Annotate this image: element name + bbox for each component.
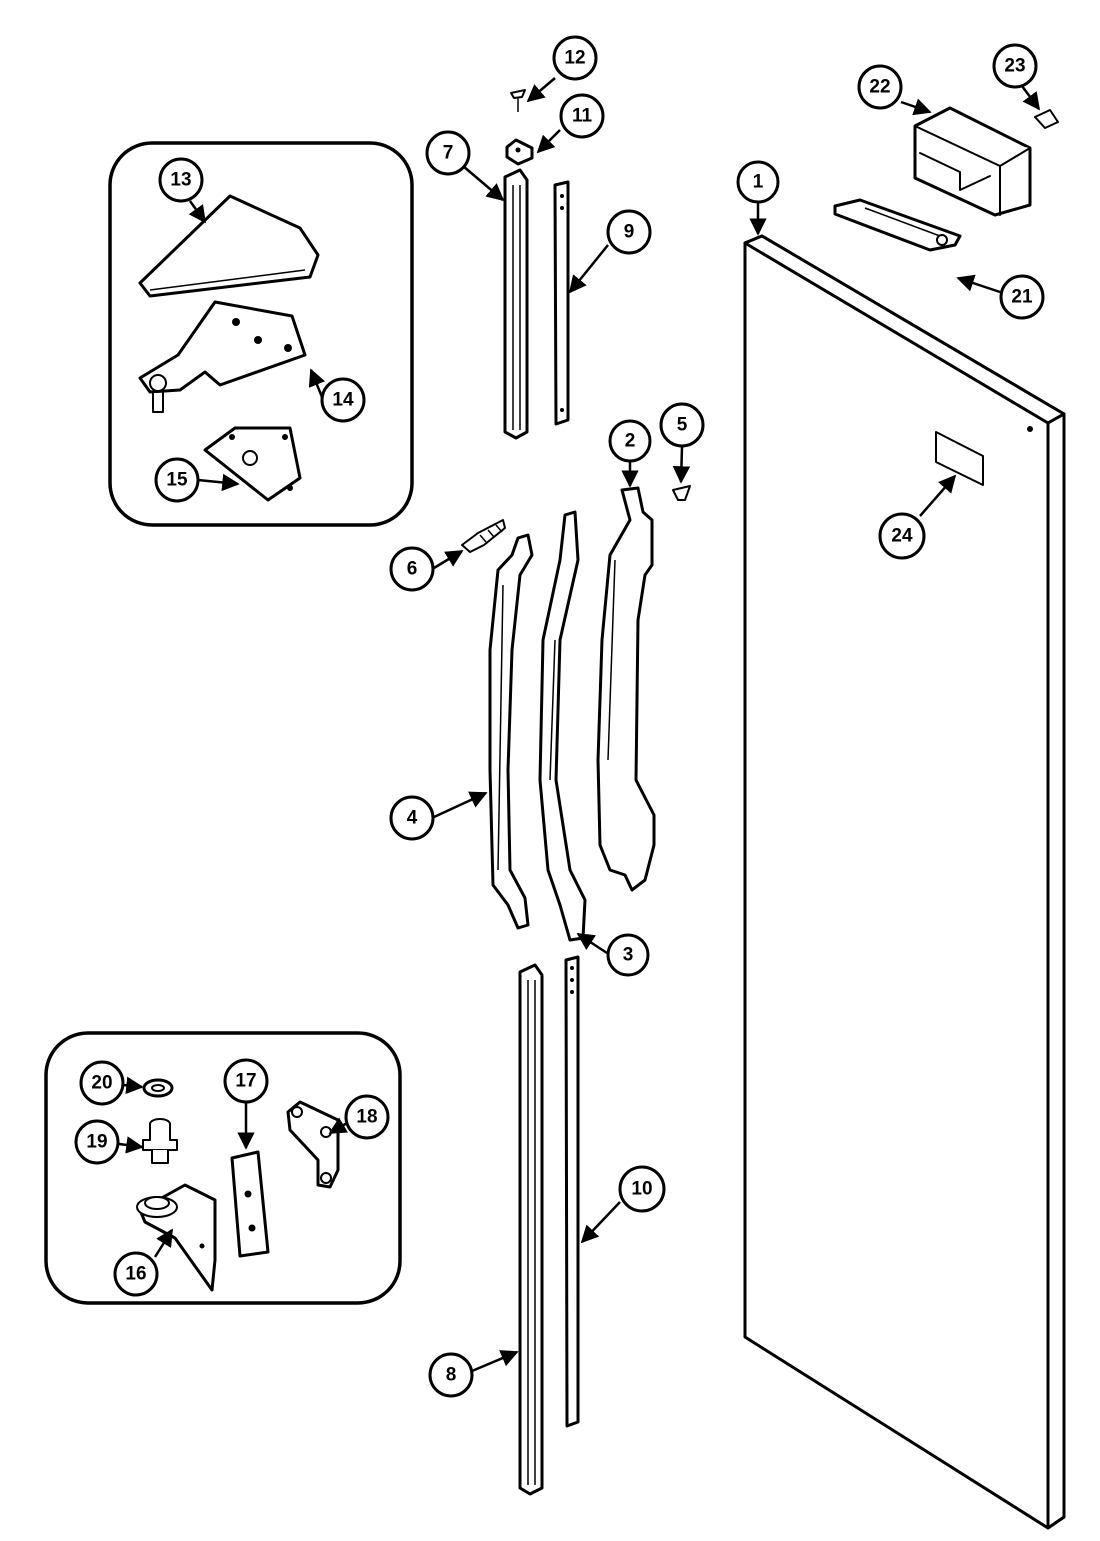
callout-12: 12 — [552, 35, 598, 81]
lower-mounting-strip — [564, 955, 580, 1428]
callout-11: 11 — [559, 93, 605, 139]
upper-mounting-strip — [553, 180, 570, 426]
callout-4: 4 — [389, 795, 435, 841]
hinge-plate — [230, 1150, 270, 1258]
svg-text:4: 4 — [407, 808, 418, 829]
handle-gasket — [538, 510, 587, 942]
svg-text:6: 6 — [407, 559, 418, 580]
svg-text:16: 16 — [125, 1264, 146, 1285]
screw-top — [510, 89, 526, 112]
callout-17: 17 — [223, 1058, 269, 1104]
leader-lines — [118, 77, 1041, 1373]
door-panel — [743, 234, 1066, 1530]
callout-10: 10 — [618, 1165, 666, 1213]
svg-text:9: 9 — [624, 222, 635, 243]
callout-16: 16 — [113, 1251, 159, 1297]
bottom-hinge — [136, 1183, 217, 1292]
svg-text:12: 12 — [564, 48, 585, 69]
upper-handle-trim — [503, 168, 529, 440]
clip — [1034, 109, 1059, 129]
callout-13: 13 — [158, 157, 204, 203]
svg-text:13: 13 — [170, 170, 191, 191]
svg-text:14: 14 — [332, 390, 354, 411]
hinge-cover — [138, 194, 320, 298]
svg-text:2: 2 — [625, 431, 636, 452]
svg-text:11: 11 — [572, 106, 593, 127]
top-hinge — [138, 300, 307, 413]
svg-text:7: 7 — [443, 143, 454, 164]
callout-2: 2 — [608, 419, 652, 463]
callout-24: 24 — [878, 512, 926, 560]
callout-5: 5 — [659, 402, 705, 448]
callout-7: 7 — [425, 130, 471, 176]
screw-handle — [461, 519, 506, 553]
callout-22: 22 — [857, 64, 903, 110]
callout-21: 21 — [999, 274, 1045, 320]
svg-text:10: 10 — [631, 1179, 652, 1200]
lower-handle-trim — [518, 963, 544, 1496]
svg-text:17: 17 — [235, 1071, 256, 1092]
cam-block — [913, 106, 1032, 217]
screw-small — [672, 485, 691, 501]
svg-text:5: 5 — [677, 415, 688, 436]
svg-text:15: 15 — [166, 470, 188, 491]
inset-hinge-bottom — [44, 1031, 402, 1305]
callout-15: 15 — [154, 457, 200, 503]
callout-1: 1 — [736, 160, 780, 204]
callout-23: 23 — [992, 43, 1038, 89]
callout-3: 3 — [606, 933, 650, 977]
callout-20: 20 — [79, 1060, 125, 1106]
callout-18: 18 — [344, 1094, 390, 1140]
washer — [142, 1078, 174, 1098]
end-cap — [505, 138, 534, 166]
callout-19: 19 — [74, 1119, 120, 1165]
callout-14: 14 — [320, 377, 366, 423]
callout-6: 6 — [389, 546, 435, 592]
door-handle — [488, 533, 534, 930]
svg-text:20: 20 — [91, 1073, 112, 1094]
callout-8: 8 — [428, 1352, 474, 1398]
svg-text:21: 21 — [1011, 287, 1033, 308]
door-stop-bracket — [833, 198, 962, 252]
callout-9: 9 — [606, 209, 652, 255]
svg-text:24: 24 — [891, 526, 913, 547]
svg-text:1: 1 — [753, 172, 764, 193]
svg-text:3: 3 — [623, 945, 634, 966]
svg-text:8: 8 — [446, 1365, 457, 1386]
svg-text:22: 22 — [869, 77, 890, 98]
svg-text:23: 23 — [1004, 56, 1025, 77]
handle-end-cap — [596, 486, 656, 892]
svg-text:18: 18 — [356, 1107, 377, 1128]
svg-text:19: 19 — [86, 1132, 107, 1153]
hinge-pin — [142, 1118, 178, 1164]
hinge-shim — [203, 426, 302, 502]
